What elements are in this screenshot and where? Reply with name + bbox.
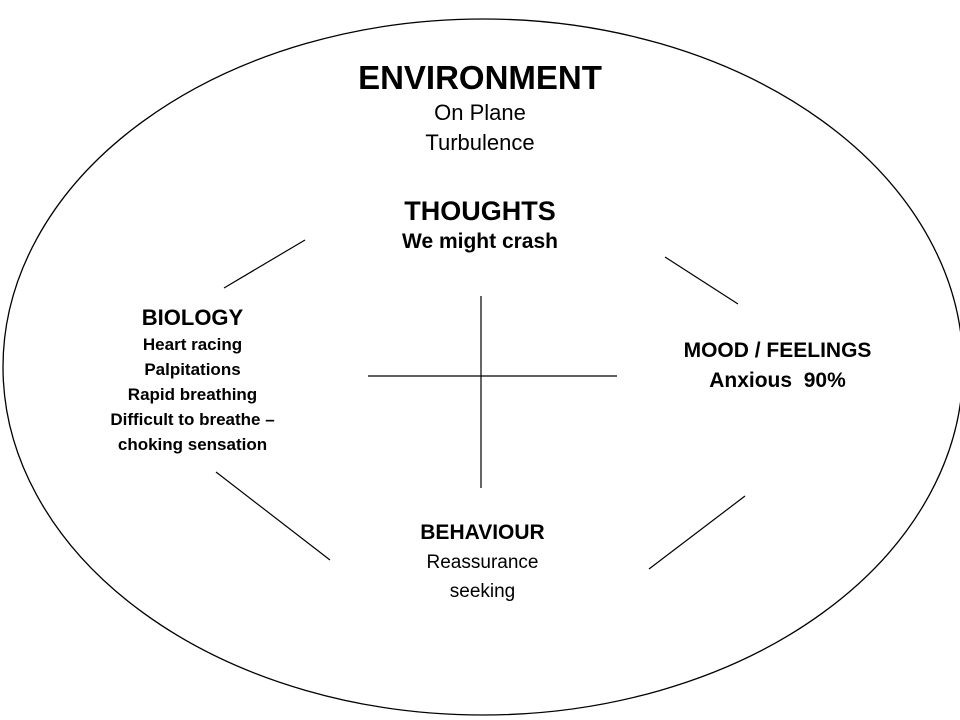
biology-line: choking sensation bbox=[117, 435, 268, 454]
connector-mood-behaviour bbox=[648, 495, 746, 570]
thoughts-title: THOUGHTS bbox=[404, 196, 556, 226]
mood-title: MOOD / FEELINGS bbox=[683, 339, 872, 362]
biology-title: BIOLOGY bbox=[141, 305, 244, 330]
connector-thoughts-mood bbox=[664, 256, 739, 305]
mood-block: MOOD / FEELINGS Anxious 90% bbox=[630, 336, 925, 396]
connector-biology-behaviour bbox=[215, 471, 331, 561]
behaviour-line: Reassurance bbox=[426, 552, 539, 573]
biology-line: Palpitations bbox=[144, 360, 241, 379]
environment-block: ENVIRONMENT On Plane Turbulence bbox=[280, 58, 680, 158]
environment-ellipse bbox=[2, 18, 960, 716]
biology-block: BIOLOGY Heart racing Palpitations Rapid … bbox=[60, 304, 325, 457]
environment-title: ENVIRONMENT bbox=[358, 59, 602, 96]
mood-line: Anxious 90% bbox=[709, 369, 846, 392]
environment-line: Turbulence bbox=[425, 130, 535, 155]
biology-line: Rapid breathing bbox=[127, 385, 258, 404]
thoughts-line: We might crash bbox=[402, 230, 558, 253]
biology-line: Heart racing bbox=[142, 335, 243, 354]
behaviour-line: seeking bbox=[449, 581, 516, 602]
connector-thoughts-biology bbox=[223, 239, 306, 289]
environment-line: On Plane bbox=[434, 100, 526, 125]
thoughts-block: THOUGHTS We might crash bbox=[330, 194, 630, 256]
behaviour-title: BEHAVIOUR bbox=[420, 521, 545, 544]
behaviour-block: BEHAVIOUR Reassurance seeking bbox=[350, 518, 615, 606]
biology-line: Difficult to breathe – bbox=[110, 410, 275, 429]
